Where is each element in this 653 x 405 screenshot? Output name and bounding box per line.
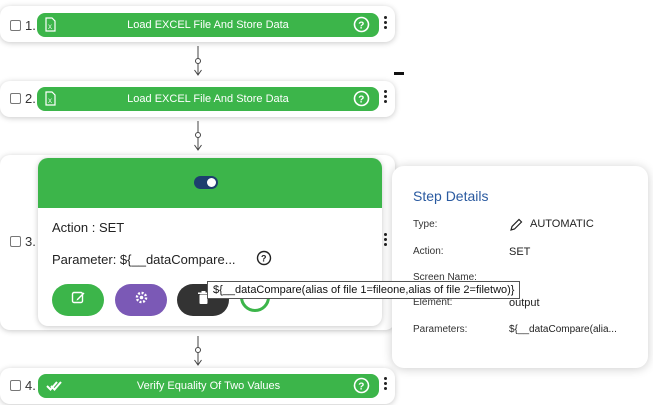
detail-value-element: output (509, 297, 540, 309)
detail-value-type: AUTOMATIC (530, 218, 594, 230)
step-card-1: 1. X Load EXCEL File And Store Data ? (0, 6, 395, 42)
step-details-panel: Step Details Type: AUTOMATIC Action: SET… (392, 166, 648, 368)
step-menu-icon[interactable] (384, 90, 388, 103)
step-checkbox[interactable] (10, 380, 21, 391)
settings-button[interactable] (115, 284, 167, 316)
step-connector (192, 46, 204, 78)
step-checkbox[interactable] (10, 20, 21, 31)
step-card-2: 2. X Load EXCEL File And Store Data ? (0, 81, 395, 117)
step-connector (192, 336, 204, 368)
parameter-tooltip: ${__dataCompare(alias of file 1=fileone,… (207, 281, 521, 299)
edit-icon (71, 290, 86, 310)
help-icon[interactable]: ? (353, 16, 370, 36)
detail-label-screen-name: Screen Name: (413, 272, 477, 283)
edit-button[interactable] (52, 284, 104, 316)
svg-text:?: ? (358, 20, 364, 31)
minimize-dash[interactable] (394, 72, 404, 75)
pencil-icon (509, 218, 523, 237)
svg-text:?: ? (261, 254, 267, 264)
detail-label-element: Element: (413, 297, 453, 308)
svg-text:X: X (48, 99, 52, 105)
step-menu-icon[interactable] (384, 233, 388, 246)
step-checkbox[interactable] (10, 236, 21, 247)
step-pill[interactable]: X Load EXCEL File And Store Data ? (37, 13, 379, 37)
double-check-icon (46, 379, 62, 395)
step-card-4: 4. Verify Equality Of Two Values ? (0, 368, 395, 404)
step-pill[interactable]: X Load EXCEL File And Store Data ? (37, 87, 379, 111)
step-checkbox[interactable] (10, 93, 21, 104)
step-connector (192, 121, 204, 153)
step-number: 1. (25, 18, 36, 33)
expanded-step-panel: Action : SET Parameter: ${__dataCompare.… (38, 158, 382, 326)
excel-file-icon: X (45, 91, 56, 109)
svg-text:?: ? (358, 94, 364, 105)
detail-label-action: Action: (413, 246, 444, 257)
detail-label-type: Type: (413, 219, 438, 230)
step-pill[interactable]: Verify Equality Of Two Values ? (38, 374, 379, 398)
step-details-title: Step Details (413, 188, 489, 204)
step-menu-icon[interactable] (384, 377, 388, 390)
parameter-help-icon[interactable]: ? (256, 250, 272, 271)
step-label: Load EXCEL File And Store Data (127, 93, 289, 105)
step-number: 3. (25, 234, 36, 249)
gear-icon (134, 290, 149, 310)
svg-text:X: X (48, 25, 52, 31)
detail-label-parameters: Parameters: (413, 324, 468, 335)
excel-file-icon: X (45, 17, 56, 35)
step-number: 4. (25, 378, 36, 393)
action-text: Action : SET (52, 220, 125, 235)
step-menu-icon[interactable] (384, 16, 388, 29)
help-icon[interactable]: ? (353, 377, 370, 397)
step-number: 2. (25, 91, 36, 106)
parameter-text: Parameter: ${__dataCompare... (52, 252, 236, 267)
help-icon[interactable]: ? (353, 90, 370, 110)
trash-icon (197, 290, 210, 310)
svg-text:?: ? (358, 381, 364, 392)
detail-value-parameters: ${__dataCompare(alia... (509, 324, 617, 335)
step-label: Verify Equality Of Two Values (136, 380, 281, 392)
step-toggle[interactable] (194, 176, 218, 189)
detail-value-action: SET (509, 246, 531, 258)
step-label: Load EXCEL File And Store Data (127, 19, 289, 31)
